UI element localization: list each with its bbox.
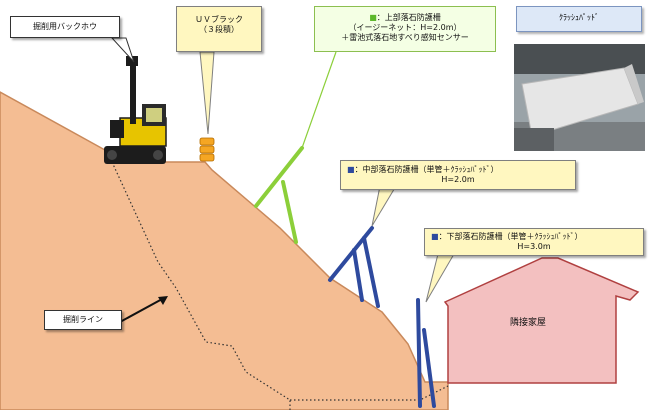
neighbor-house — [443, 257, 640, 384]
upper-fence-label-line1: ■：上部落石防護柵 — [315, 13, 495, 23]
excavator-illustration — [104, 56, 167, 164]
cushion-pad-photo-illustration — [514, 44, 645, 151]
middle-fence-title: ：中部落石防護柵（単管＋ｸﾗｯｼｭﾊﾟｯﾄﾞ） — [354, 165, 499, 174]
upper-rockfall-fence — [254, 146, 304, 244]
excavation-arrow — [119, 297, 165, 323]
middle-rockfall-fence — [328, 226, 380, 308]
upper-fence-label-line3: ＋雷池式落石地すべり感知センサー — [341, 33, 469, 42]
upper-fence-leader — [301, 51, 337, 149]
blue-square-marker: ■ — [431, 232, 439, 241]
upper-fence-label: ■：上部落石防護柵 （イージーネット：H=2.0m） ＋雷池式落石地すべり感知セ… — [314, 6, 496, 52]
uv-block-label-line1: ＵＶブラック — [195, 15, 243, 24]
excavator-callout-pointer — [110, 37, 135, 63]
uv-callout-pointer — [199, 51, 215, 135]
middle-fence-label-line2: H=2.0m — [441, 175, 475, 184]
middle-fence-label-line1: ■：中部落石防護柵（単管＋ｸﾗｯｼｭﾊﾟｯﾄﾞ） — [347, 165, 569, 175]
lower-rockfall-fence — [416, 298, 436, 408]
uv-block-stack — [199, 137, 215, 162]
blue-square-marker: ■ — [347, 165, 355, 174]
slope-terrain — [0, 91, 449, 410]
lower-fence-title: ：下部落石防護柵（単管＋ｸﾗｯｼｭﾊﾟｯﾄﾞ） — [438, 232, 583, 241]
middle-callout-pointer — [371, 185, 397, 227]
neighbor-house-label: 隣接家屋 — [509, 318, 546, 328]
upper-fence-label-line2: （イージーネット：H=2.0m） — [348, 23, 462, 32]
cushion-pad-photo — [514, 44, 645, 151]
uv-block-label: ＵＶブラック （３段積） — [176, 6, 262, 52]
lower-fence-label: ■：下部落石防護柵（単管＋ｸﾗｯｼｭﾊﾟｯﾄﾞ） H=3.0m — [424, 228, 644, 256]
cushion-pad-label: ｸﾗｯｼｭﾊﾟｯﾄﾞ — [516, 6, 642, 32]
excavation-dotted-line — [111, 161, 291, 410]
lower-fence-label-line2: H=3.0m — [517, 242, 551, 251]
green-square-marker: ■ — [369, 13, 377, 22]
excavation-line-label: 掘削ライン — [44, 310, 122, 330]
upper-fence-title: ：上部落石防護柵 — [376, 13, 441, 22]
excavator-label: 掘削用バックホウ — [10, 16, 120, 38]
lower-fence-label-line1: ■：下部落石防護柵（単管＋ｸﾗｯｼｭﾊﾟｯﾄﾞ） — [431, 232, 637, 242]
excavation-arrowhead — [158, 296, 168, 305]
middle-fence-label: ■：中部落石防護柵（単管＋ｸﾗｯｼｭﾊﾟｯﾄﾞ） H=2.0m — [340, 160, 576, 190]
uv-block-label-line2: （３段積） — [199, 25, 239, 34]
lower-callout-pointer — [425, 253, 455, 303]
